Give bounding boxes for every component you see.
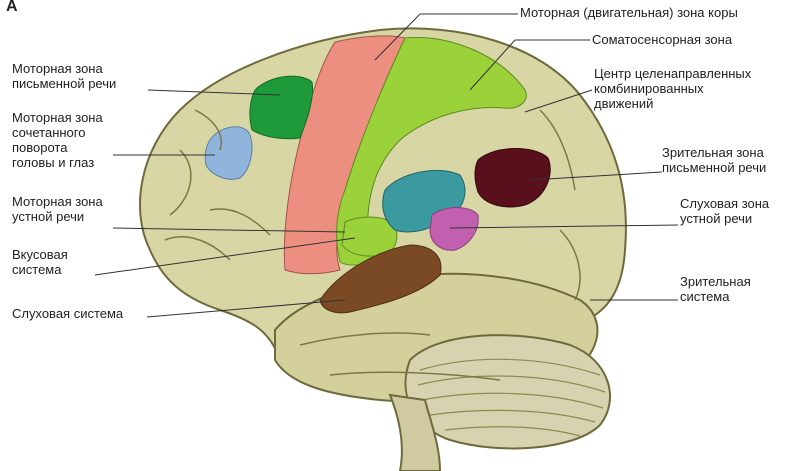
label-oral-speech-motor: Моторная зона устной речи xyxy=(12,194,103,224)
head-eye-motor-region xyxy=(204,126,253,180)
label-head-eye-motor: Моторная зона сочетанного поворота голов… xyxy=(12,110,103,170)
written-speech-motor-region xyxy=(249,75,314,140)
label-taste-system: Вкусовая система xyxy=(12,247,68,277)
label-purposeful-movements: Центр целенаправленных комбинированных д… xyxy=(594,66,752,111)
cerebellum xyxy=(404,334,611,450)
label-motor-cortex: Моторная (двигательная) зона коры xyxy=(520,5,738,20)
auditory-pink-region xyxy=(429,207,479,251)
oral-speech-motor-region xyxy=(341,216,398,257)
label-auditory-system: Слуховая система xyxy=(12,306,124,321)
label-auditory-oral-speech: Слуховая зона устной речи xyxy=(680,196,770,226)
label-visual-system: Зрительная система xyxy=(680,274,751,304)
sulci xyxy=(164,109,581,381)
cerebellum-folia xyxy=(417,358,606,437)
panel-letter: А xyxy=(6,0,18,15)
somatosensory-region xyxy=(336,37,527,266)
label-written-speech-motor: Моторная зона письменной речи xyxy=(12,61,117,91)
label-somatosensory: Соматосенсорная зона xyxy=(592,32,733,47)
visual-written-speech-region xyxy=(474,148,551,208)
label-visual-written-speech: Зрительная зона письменной речи xyxy=(662,145,767,175)
brain-stem xyxy=(388,393,442,471)
auditory-system-region xyxy=(319,244,442,314)
leader-lines xyxy=(94,13,679,318)
